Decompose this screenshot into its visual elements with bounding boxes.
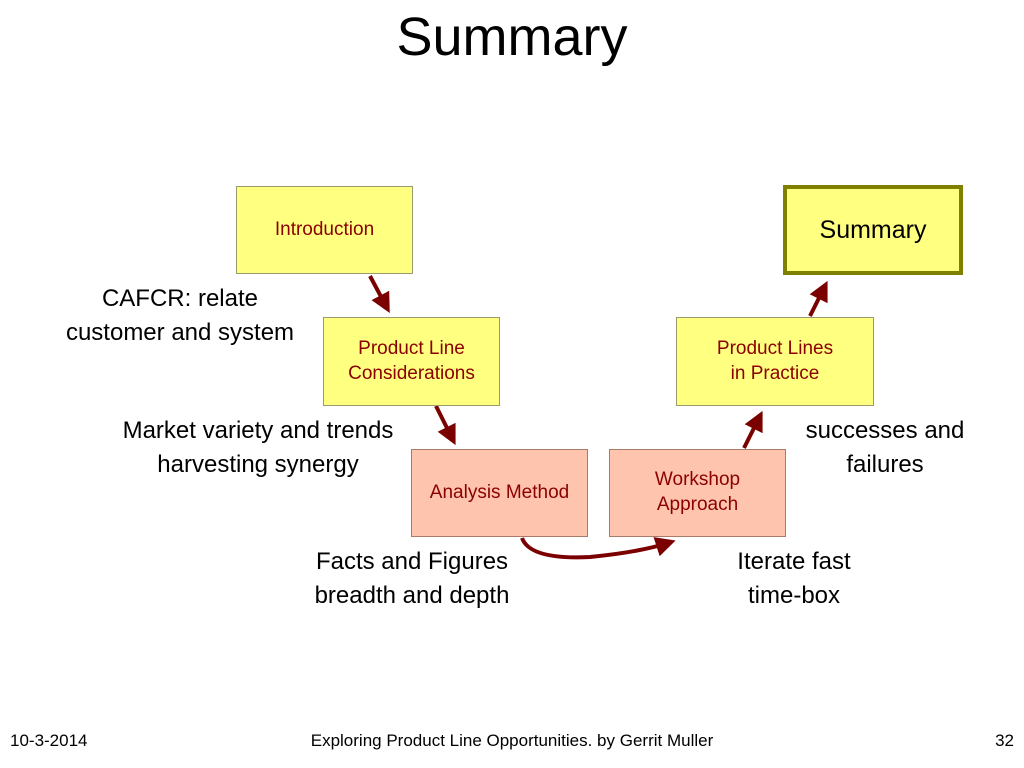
annotation-facts: Facts and Figures breadth and depth — [314, 548, 510, 609]
annotation-market: Market variety and trends harvesting syn… — [122, 417, 394, 478]
annotation-iterate: Iterate fast time-box — [737, 548, 851, 609]
annotation-successes: successes and failures — [805, 417, 965, 478]
footer-title: Exploring Product Line Opportunities. by… — [310, 731, 714, 750]
node-summary: Summary — [783, 185, 963, 275]
node-product-line-considerations: Product Line Considerations — [323, 317, 500, 406]
node-product-lines-in-practice: Product Lines in Practice — [676, 317, 874, 406]
arrow-analysis-to-workshop — [520, 537, 676, 560]
page-title: Summary — [396, 7, 628, 67]
annotation-cafcr: CAFCR: relate customer and system — [65, 285, 295, 346]
footer-date: 10-3-2014 — [10, 731, 88, 750]
arrow-practice-to-summary — [808, 280, 828, 317]
arrow-intro-to-considerations — [368, 275, 390, 314]
node-workshop-approach: Workshop Approach — [609, 449, 786, 537]
arrow-workshop-to-practice — [742, 410, 763, 449]
arrow-considerations-to-analysis — [434, 405, 456, 446]
node-analysis-method: Analysis Method — [411, 449, 588, 537]
footer-page-number: 32 — [995, 731, 1014, 750]
node-introduction: Introduction — [236, 186, 413, 274]
